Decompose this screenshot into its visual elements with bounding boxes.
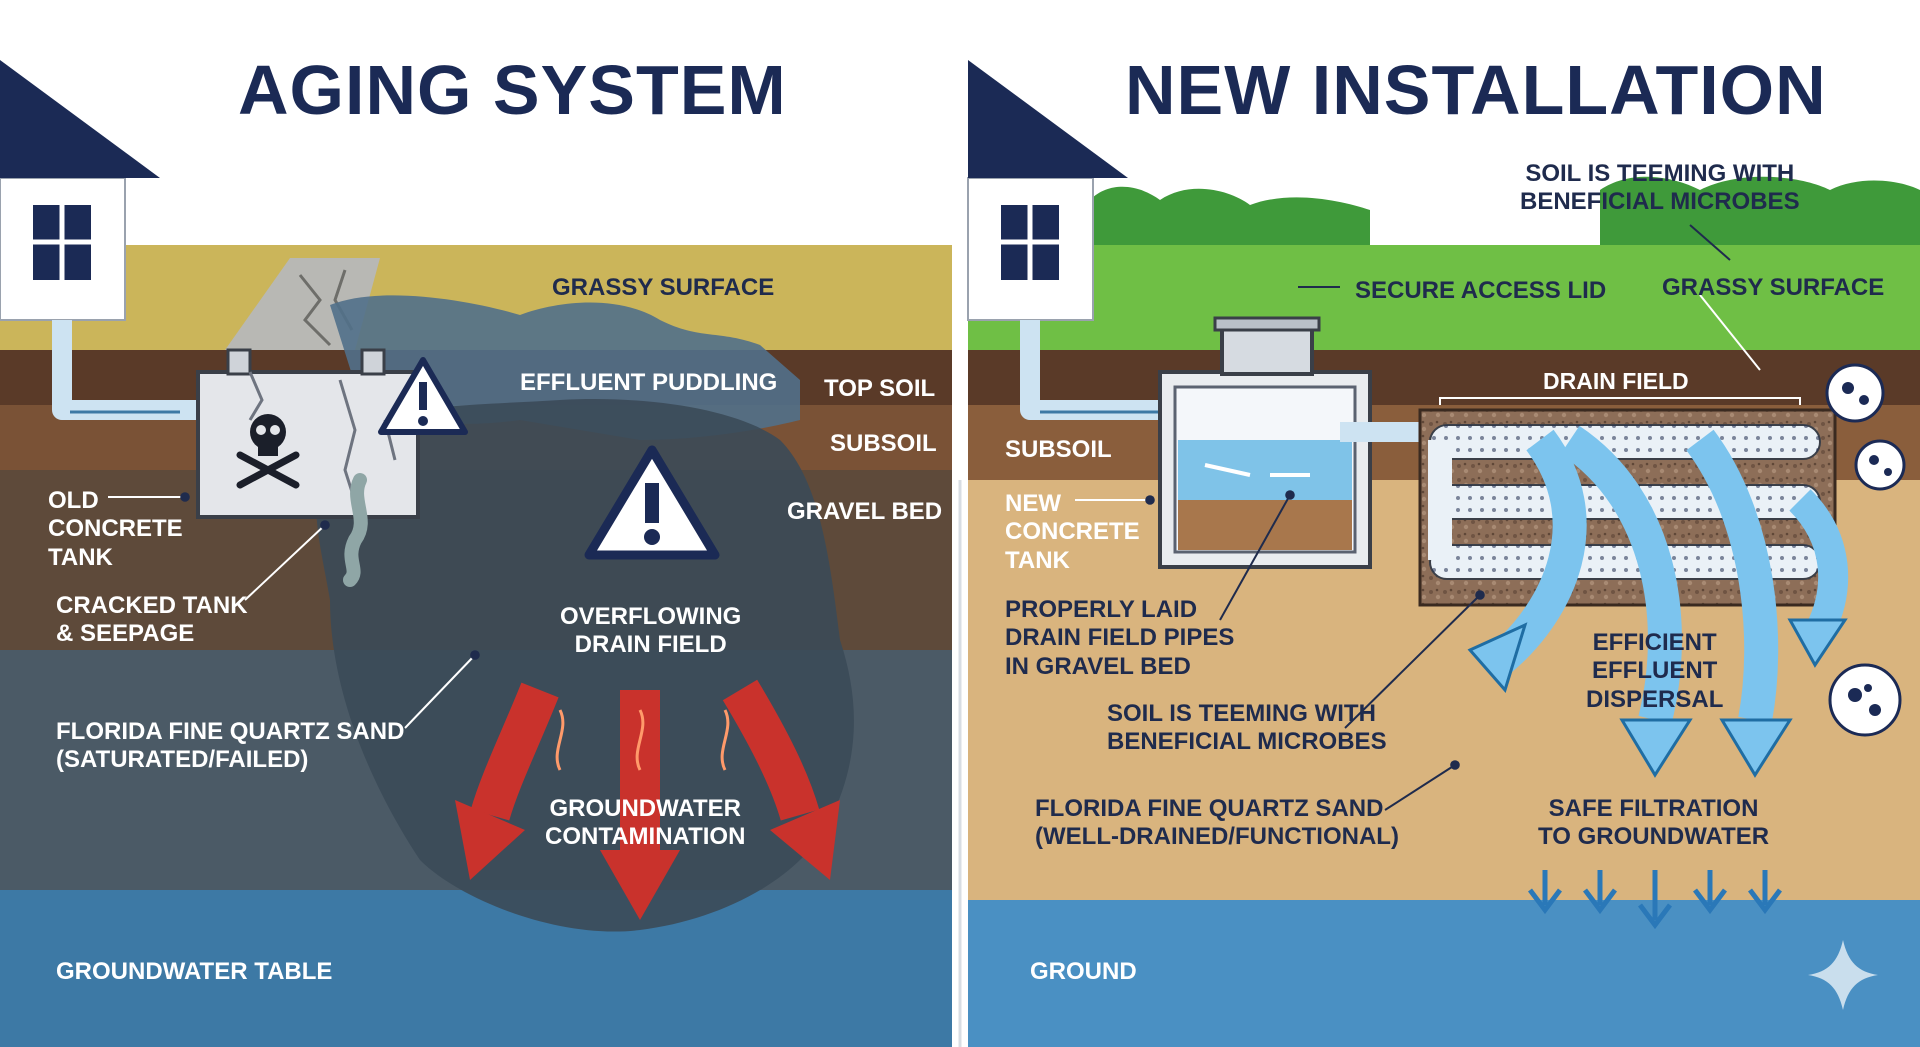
- left-inlet-pipe: [52, 320, 198, 420]
- right-panel: [967, 0, 1920, 1047]
- label-top-soil: TOP SOIL: [824, 375, 936, 402]
- right-title: NEW INSTALLATION: [1125, 51, 1827, 129]
- sparkle-icon: [1808, 940, 1878, 1010]
- label-sand-saturated: FLORIDA FINE QUARTZ SAND (SATURATED/FAIL…: [56, 718, 405, 774]
- label-subsoil-right: SUBSOIL: [1005, 436, 1112, 463]
- seepage-drip: [343, 473, 368, 587]
- label-drain-field-pipes: PROPERLY LAID DRAIN FIELD PIPES IN GRAVE…: [1005, 596, 1235, 680]
- label-cracked-tank: CRACKED TANK & SEEPAGE: [56, 592, 248, 648]
- right-topsoil: [968, 350, 1920, 405]
- skull-icon: [236, 414, 300, 489]
- tank-warning-icon: [378, 357, 468, 435]
- right-green-grass: [968, 245, 1920, 350]
- label-microbes-mid: SOIL IS TEEMING WITH BENEFICIAL MICROBES: [1107, 700, 1387, 756]
- left-panel: [0, 0, 952, 1047]
- label-grassy-surface-right: GRASSY SURFACE: [1662, 274, 1885, 301]
- contamination-arrows: [455, 679, 840, 920]
- drain-field-bracket: [1439, 397, 1801, 405]
- filtration-arrows: [1528, 870, 1782, 930]
- dispersal-arrows: [1467, 425, 1849, 778]
- label-ground: GROUND: [1030, 958, 1137, 985]
- right-house: [967, 177, 1094, 321]
- right-groundwater: [968, 900, 1920, 1047]
- left-groundwater: [0, 890, 952, 1047]
- right-inlet-pipe: [1020, 320, 1175, 420]
- old-concrete-tank: [196, 370, 420, 519]
- microbe-icons: [1825, 363, 1906, 737]
- label-groundwater-contamination: GROUNDWATER CONTAMINATION: [545, 795, 746, 851]
- right-bushes: [1090, 176, 1920, 260]
- left-title: AGING SYSTEM: [238, 51, 787, 129]
- drain-field-warning-icon: [584, 445, 720, 560]
- label-new-tank: NEW CONCRETE TANK: [1005, 490, 1140, 574]
- label-old-tank: OLD CONCRETE TANK: [48, 487, 183, 571]
- label-efficient-dispersal: EFFICIENT EFFLUENT DISPERSAL: [1586, 629, 1724, 713]
- label-subsoil-left: SUBSOIL: [830, 430, 937, 457]
- label-secure-access-lid: SECURE ACCESS LID: [1355, 277, 1607, 304]
- label-effluent-puddling: EFFLUENT PUDDLING: [520, 369, 778, 396]
- label-grassy-surface-left: GRASSY SURFACE: [552, 274, 775, 301]
- left-house-roof: [0, 60, 160, 178]
- label-drain-field: DRAIN FIELD: [1543, 368, 1689, 394]
- right-house-roof: [968, 60, 1128, 178]
- label-overflowing-drain-field: OVERFLOWING DRAIN FIELD: [560, 603, 742, 659]
- label-safe-filtration: SAFE FILTRATION TO GROUNDWATER: [1538, 795, 1770, 851]
- label-sand-functional: FLORIDA FINE QUARTZ SAND (WELL-DRAINED/F…: [1035, 795, 1399, 851]
- label-groundwater-table: GROUNDWATER TABLE: [56, 958, 333, 985]
- label-microbes-top: SOIL IS TEEMING WITH BENEFICIAL MICROBES: [1520, 160, 1800, 216]
- contamination-plume: [316, 399, 854, 932]
- label-gravel-bed: GRAVEL BED: [787, 498, 943, 525]
